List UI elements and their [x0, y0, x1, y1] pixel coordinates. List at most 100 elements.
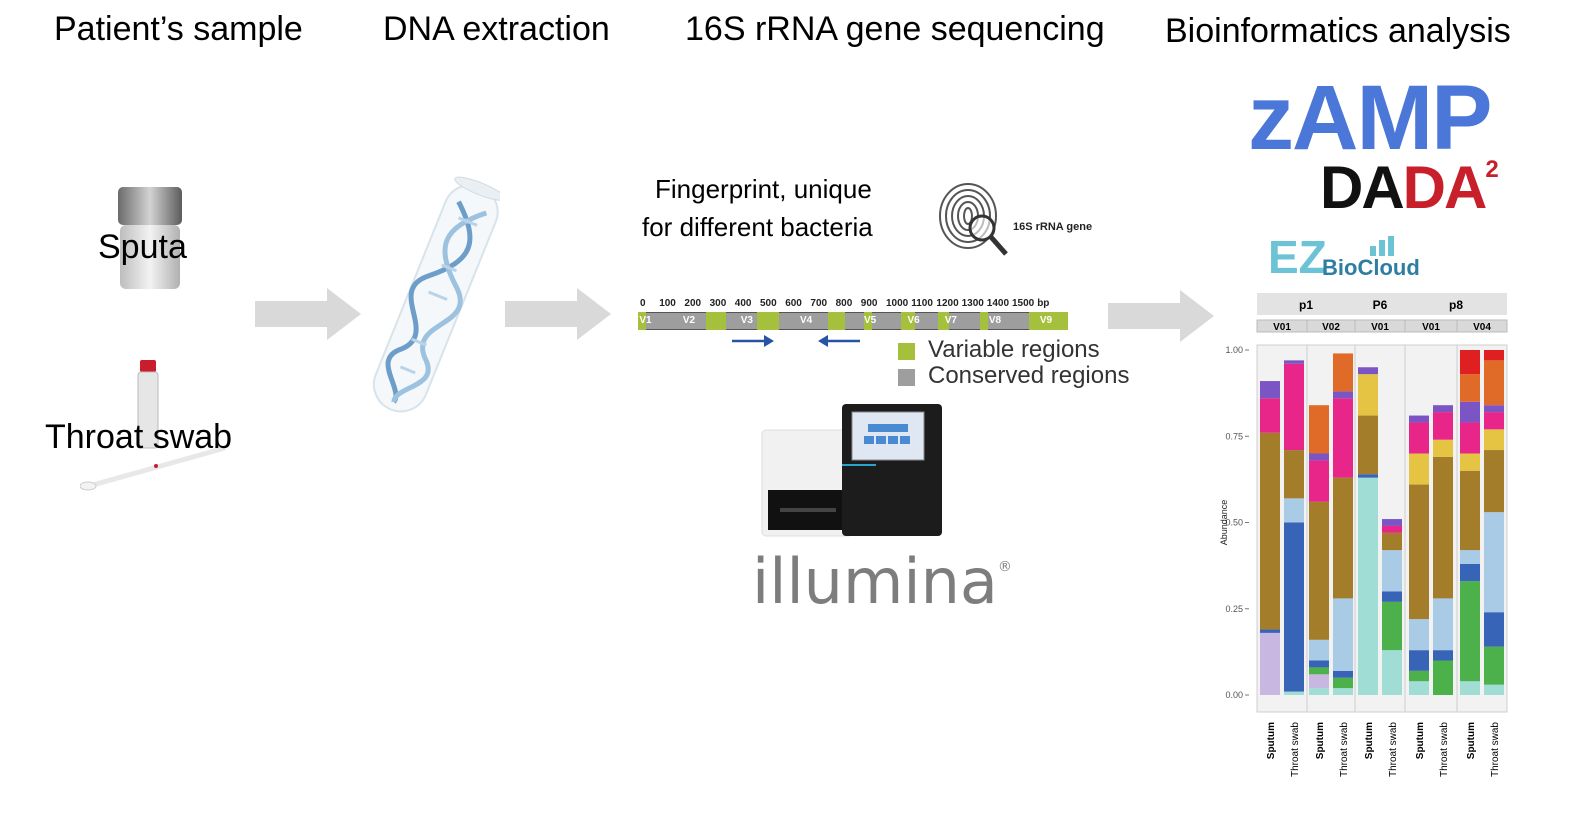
stacked-bar-segment: [1309, 501, 1329, 640]
label-throat-swab: Throat swab: [45, 418, 233, 456]
gene-tick-label: 1100: [911, 298, 933, 309]
legend-label-conserved: Conserved regions: [928, 362, 1130, 389]
x-tick-label: Sputum: [1466, 722, 1477, 759]
stacked-bar-segment: [1460, 470, 1480, 551]
gene-region-label: V5: [864, 315, 877, 326]
gene-tick-label: 500: [760, 298, 777, 309]
facet-sub-label: V01: [1273, 322, 1291, 333]
stacked-bar-segment: [1284, 498, 1304, 523]
stacked-bar-segment: [1333, 477, 1353, 599]
zamp-logo: zAMP: [1248, 67, 1492, 169]
fingerprint-line1: Fingerprint, unique: [655, 174, 872, 204]
facet-sub-label: V04: [1473, 322, 1491, 333]
stacked-bar-segment: [1409, 681, 1429, 695]
facet-sub-label: V02: [1322, 322, 1340, 333]
gene-region-label: V2: [682, 315, 696, 326]
gene-variable-block: [828, 312, 845, 330]
illumina-logo: illumina®: [752, 545, 1012, 618]
stacked-bar-segment: [1382, 532, 1402, 551]
stacked-bar-segment: [1333, 353, 1353, 392]
stacked-bar-segment: [1409, 484, 1429, 620]
gene-tick-label: 1200: [936, 298, 959, 309]
x-tick-label: Sputum: [1315, 722, 1326, 759]
stacked-bar-segment: [1260, 381, 1280, 399]
label-sputa: Sputa: [98, 228, 187, 266]
stacked-bar-segment: [1358, 367, 1378, 375]
step-title-sequencing: 16S rRNA gene sequencing: [685, 10, 1105, 48]
gene-region-label: V1: [639, 315, 652, 326]
x-tick-label: Throat swab: [1388, 722, 1399, 777]
stacked-bar-segment: [1460, 581, 1480, 682]
stacked-bar-segment: [1433, 456, 1453, 599]
stacked-bar-segment: [1260, 398, 1280, 433]
stacked-bar-segment: [1484, 646, 1504, 685]
arrow-right-icon: [1108, 290, 1214, 342]
legend-label-variable: Variable regions: [928, 336, 1100, 363]
stacked-bar-segment: [1484, 612, 1504, 647]
stacked-bar-segment: [1333, 598, 1353, 671]
stacked-bar-segment: [1284, 363, 1304, 451]
stacked-bar-segment: [1433, 439, 1453, 457]
x-tick-label: Sputum: [1266, 722, 1277, 759]
gene-tick-label: 700: [810, 298, 828, 309]
gene-tick-label: 600: [785, 298, 802, 309]
gene-tick-label: 900: [860, 298, 878, 309]
step-title-sample: Patient’s sample: [54, 10, 303, 48]
stacked-bar-segment: [1460, 681, 1480, 695]
step-title-bioinformatics: Bioinformatics analysis: [1165, 12, 1511, 50]
stacked-bar-segment: [1484, 512, 1504, 613]
x-tick-label: Throat swab: [1339, 722, 1350, 777]
gene-variable-block: [756, 312, 779, 330]
stacked-bar-segment: [1382, 650, 1402, 695]
gene-tick-label: bp: [1037, 298, 1050, 309]
stacked-bar-segment: [1460, 401, 1480, 423]
gene-label: 16S rRNA gene: [1013, 221, 1093, 233]
stacked-bar-segment: [1460, 350, 1480, 375]
stacked-bar-segment: [1260, 632, 1280, 695]
stacked-bar-segment: [1484, 412, 1504, 430]
stacked-bar-segment: [1382, 550, 1402, 592]
y-tick-label: 0.50: [1225, 518, 1243, 528]
facet-sub-label: V01: [1422, 322, 1440, 333]
facet-top-label: P6: [1373, 298, 1388, 312]
facet-sub-label: V01: [1371, 322, 1389, 333]
stacked-bar-segment: [1309, 667, 1329, 675]
gene-tick-label: 300: [709, 298, 727, 309]
gene-variable-block: [901, 312, 916, 330]
y-tick-label: 0.75: [1225, 431, 1243, 441]
facet-top-strip: [1355, 293, 1405, 315]
gene-region-label: V7: [944, 315, 957, 326]
arrow-right-icon: [255, 288, 361, 340]
stacked-bar-segment: [1409, 415, 1429, 423]
gene-variable-block: [705, 312, 727, 330]
stacked-bar-segment: [1460, 550, 1480, 564]
dada2-logo-part1: DA: [1320, 154, 1405, 221]
stacked-bar-segment: [1309, 674, 1329, 689]
stacked-bar-segment: [1484, 350, 1504, 361]
stacked-bar-segment: [1333, 688, 1353, 695]
gene-tick-label: 1400: [986, 298, 1010, 309]
stacked-bar-segment: [1382, 591, 1402, 602]
stacked-bar-segment: [1382, 601, 1402, 651]
stacked-bar-segment: [1333, 398, 1353, 478]
stacked-bar-segment: [1409, 422, 1429, 454]
x-tick-label: Throat swab: [1490, 722, 1501, 777]
stacked-bar-segment: [1309, 660, 1329, 668]
facet-top-label: p1: [1299, 298, 1313, 312]
facet-top-label: p8: [1449, 298, 1463, 312]
facet-sub-strip: [1456, 319, 1508, 333]
stacked-bar-segment: [1433, 598, 1453, 651]
stacked-bar-segment: [1260, 629, 1280, 633]
stacked-bar-segment: [1309, 405, 1329, 454]
gene-tick-label: 1000: [886, 298, 909, 309]
gene-variable-block: [979, 312, 989, 330]
stacked-bar-segment: [1333, 391, 1353, 399]
step-title-dna-extraction: DNA extraction: [383, 10, 610, 48]
stacked-bar-segment: [1484, 450, 1504, 513]
illumina-registered-mark: ®: [997, 559, 1012, 575]
stacked-bar-segment: [1284, 360, 1304, 364]
stacked-bar-segment: [1433, 405, 1453, 413]
stacked-bar-segment: [1358, 374, 1378, 416]
stacked-bar-segment: [1409, 453, 1429, 485]
